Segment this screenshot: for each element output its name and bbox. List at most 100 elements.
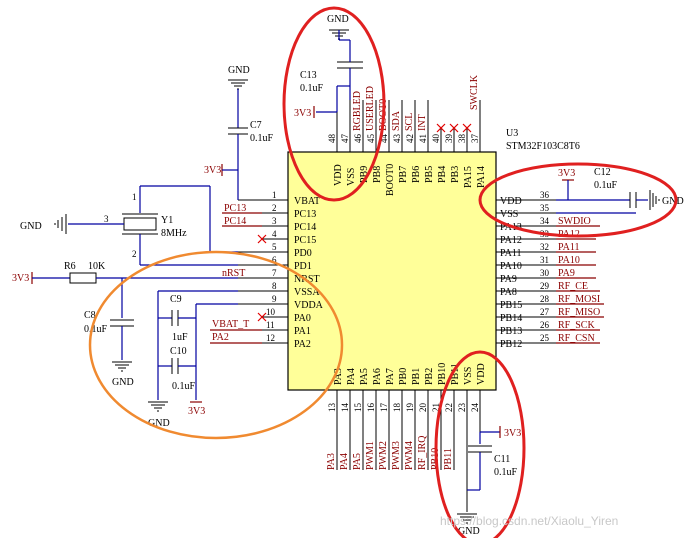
net-label-pa11: PA11: [558, 242, 580, 253]
nc-x-icon: [462, 123, 472, 133]
pin-name: PB7: [398, 166, 409, 183]
chip-part: STM32F103C8T6: [506, 141, 580, 152]
pin-num: 36: [540, 190, 550, 200]
pin-num: 3: [272, 216, 277, 226]
pin-name: PB2: [424, 368, 435, 385]
pin-num: 48: [327, 134, 337, 144]
y1-pin3: 3: [104, 214, 109, 224]
net-label-pa3: PA3: [326, 453, 337, 470]
pin-num: 14: [340, 403, 350, 413]
pin-num: 32: [540, 242, 549, 252]
v33-label: 3V3: [504, 428, 521, 439]
pin-name: PB6: [411, 166, 422, 183]
gnd-label: GND: [112, 377, 134, 388]
y1-ref: Y1: [161, 215, 173, 226]
y1-pin2: 2: [132, 249, 137, 259]
net-label-pc13: PC13: [224, 203, 246, 214]
c9-val: 1uF: [172, 332, 188, 343]
pin-num: 4: [272, 229, 277, 239]
pin-name: PD0: [294, 248, 312, 259]
gnd-icon: [112, 361, 132, 372]
gnd-label: GND: [458, 526, 480, 537]
pin-num: 8: [272, 281, 277, 291]
gnd-icon: [228, 79, 248, 90]
pin-name: PA10: [500, 261, 522, 272]
c10-ref: C10: [170, 346, 187, 357]
pin-name: VSSA: [294, 287, 320, 298]
pin-name: VDD: [500, 196, 522, 207]
pin-name: PB10: [437, 363, 448, 385]
pin-name: PB4: [437, 166, 448, 183]
net-label-rf-mosi: RF_MOSI: [558, 294, 600, 305]
pin-num: 20: [418, 403, 428, 413]
pin-name: PA7: [385, 368, 396, 385]
pin-num: 16: [366, 403, 376, 413]
pin-name: PB3: [450, 166, 461, 183]
pin-num: 27: [540, 307, 550, 317]
pin-name: VDDA: [294, 300, 324, 311]
chip-refdes: U3: [506, 128, 518, 139]
net-label-pa10: PA10: [558, 255, 580, 266]
pin-name: PA6: [372, 368, 383, 385]
pin-name: PA1: [294, 326, 311, 337]
pin-num: 6: [272, 255, 277, 265]
net-label-userled: USERLED: [365, 86, 376, 131]
vdda-network: C9 1uF C10 0.1uF GND 3V3: [148, 290, 238, 429]
pin-name: PA2: [294, 339, 311, 350]
net-label-rf-miso: RF_MISO: [558, 307, 600, 318]
gnd-label: GND: [148, 418, 170, 429]
bottom-pin-labels: 13 PA3 14 PA4 15 PA5 16 PA6 17 PA7 18 PB…: [327, 363, 487, 412]
highlight-circle-bottom: [434, 350, 526, 538]
pin-num: 13: [327, 403, 337, 413]
highlight-circle-left: [88, 250, 344, 440]
pin-name: PB14: [500, 313, 522, 324]
pin-num: 42: [405, 134, 415, 143]
r6-ref: R6: [64, 261, 76, 272]
watermark: https://blog.csdn.net/Xiaolu_Yiren: [440, 514, 618, 528]
v33-label: 3V3: [204, 165, 221, 176]
pin-num: 12: [266, 333, 275, 343]
pin-num: 5: [272, 242, 277, 252]
top-pin-labels: 48 VDD 47 VSS 46 PB9 45 PB8 44 BOOT0 43 …: [327, 134, 487, 197]
pin-name: PA11: [500, 248, 522, 259]
pin-num: 30: [540, 268, 550, 278]
top-net-labels: RGBLED USERLED BOOT0 SDA SCL INT SWCLK: [352, 74, 480, 131]
chip-body: [287, 151, 497, 391]
pin-name: VDD: [476, 363, 487, 385]
pin-num: 15: [353, 403, 363, 413]
pin-num: 29: [540, 281, 550, 291]
nc-x-icon: [257, 312, 267, 322]
pin-name: BOOT0: [385, 164, 396, 196]
pin-name: PB1: [411, 368, 422, 385]
c8-ref: C8: [84, 310, 96, 321]
c7-ref: C7: [250, 120, 262, 131]
pin-num: 24: [470, 403, 480, 413]
net-label-pwm3: PWM3: [391, 441, 402, 470]
gnd-label: GND: [20, 221, 42, 232]
pin-name: PB11: [450, 363, 461, 385]
bottom-pin-stubs: [336, 390, 481, 512]
pin-num: 18: [392, 403, 402, 413]
left-pin-labels: 1 VBAT 2 PC13 3 PC14 4 PC15 5 PD0 6 PD1 …: [266, 190, 324, 350]
net-label-vbat-t: VBAT_T: [212, 319, 249, 330]
pin-num: 31: [540, 255, 549, 265]
pin-num: 9: [272, 294, 277, 304]
net-label-swdio: SWDIO: [558, 216, 591, 227]
c11-val: 0.1uF: [494, 467, 518, 478]
highlight-circle-top: [282, 6, 386, 202]
net-label-rf-sck: RF_SCK: [558, 320, 595, 331]
pin-num: 34: [540, 216, 550, 226]
reset-network: 3V3 R6 10K C8 0.1uF GND: [12, 261, 238, 388]
pin-num: 35: [540, 203, 550, 213]
c11-network: 3V3 C11 0.1uF GND: [457, 426, 521, 537]
pin-num: 45: [366, 134, 376, 144]
pin-name: PC14: [294, 222, 316, 233]
v33-label: 3V3: [558, 168, 575, 179]
c12-ref: C12: [594, 167, 611, 178]
pin-num: 2: [272, 203, 277, 213]
c12-val: 0.1uF: [594, 180, 618, 191]
pin-num: 1: [272, 190, 277, 200]
pin-name: PC15: [294, 235, 316, 246]
pin-name: VSS: [463, 367, 474, 385]
